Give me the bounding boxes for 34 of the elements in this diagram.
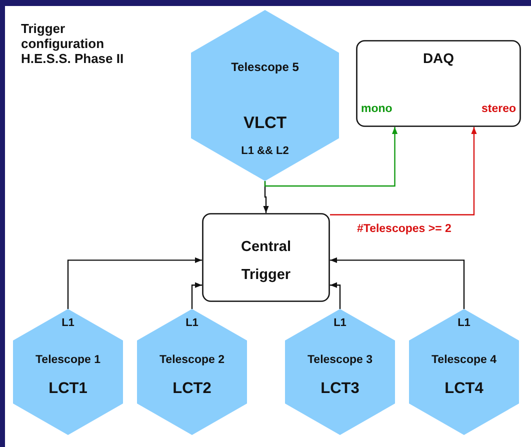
connector-arrow <box>330 127 477 216</box>
node-label: L1 && L2 <box>241 145 289 158</box>
node-label: L1 <box>62 316 74 330</box>
node-label: LCT3 <box>320 380 360 398</box>
hexagon-node <box>137 309 247 435</box>
node-label: VLCT <box>243 114 287 134</box>
hexagon-node <box>409 309 519 435</box>
node-label: LCT1 <box>48 380 88 398</box>
rounded-box <box>356 40 521 127</box>
node-label: mono <box>361 102 392 116</box>
connector-arrow <box>191 282 202 309</box>
node-label: Telescope 1 <box>36 354 100 368</box>
hexagon-node <box>285 309 395 435</box>
node-label: LCT4 <box>444 380 484 398</box>
connector-arrow <box>264 127 398 187</box>
node-label: LCT2 <box>172 380 212 398</box>
node-label: L1 <box>186 316 198 330</box>
rounded-box <box>202 213 330 302</box>
node-label: stereo <box>481 102 516 116</box>
node-label: L1 <box>458 316 470 330</box>
connector-arrow <box>330 257 465 309</box>
connector-arrow <box>330 282 341 309</box>
node-label: DAQ <box>422 50 454 67</box>
node-label: Telescope 3 <box>308 354 372 368</box>
node-label: Telescope 5 <box>231 61 299 76</box>
node-label: Telescope 2 <box>160 354 224 368</box>
edge-label: #Telescopes >= 2 <box>356 222 452 235</box>
hexagon-node <box>13 309 123 435</box>
node-label: Telescope 4 <box>432 354 496 368</box>
connector-arrow <box>67 257 202 309</box>
node-label: Central Trigger <box>240 238 292 285</box>
node-label: L1 <box>334 316 346 330</box>
diagram-title: Trigger configuration H.E.S.S. Phase II <box>21 21 125 66</box>
hexagon-node <box>191 10 339 181</box>
